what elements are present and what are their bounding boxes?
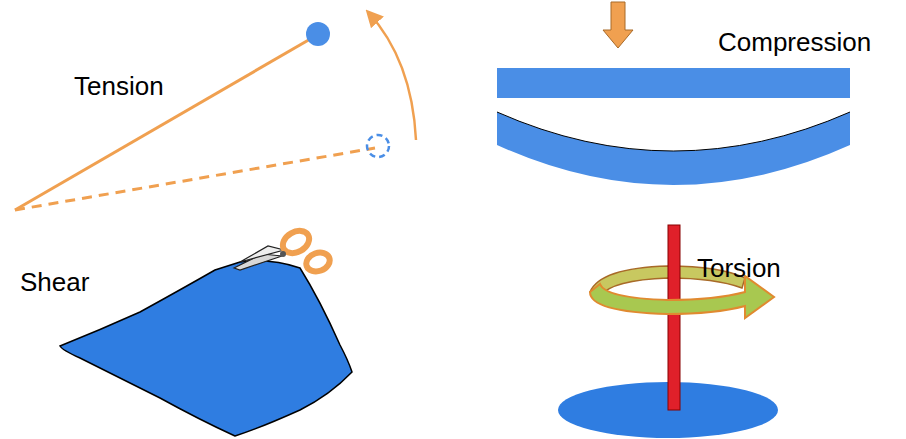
figure-label: Tension: [74, 72, 164, 101]
tension-pendulum: [15, 12, 416, 210]
shear-cloth: [60, 226, 352, 436]
figure-label: Compression: [718, 28, 871, 57]
figure-label: Shear: [20, 268, 89, 297]
figure-label: Torsion: [697, 254, 781, 283]
